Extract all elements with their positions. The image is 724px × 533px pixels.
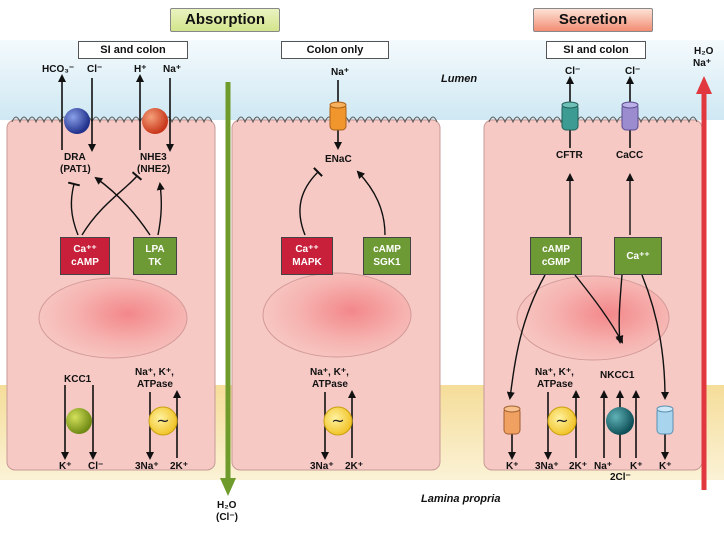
nkcc1-label: NKCC1 — [600, 370, 635, 381]
lpa-activate-nhe3 — [156, 182, 165, 236]
camp-sgk1-activate-enac — [356, 170, 386, 236]
regulator-ca-camp: Ca⁺⁺ cAMP — [60, 237, 110, 275]
ion-cl-cacc: Cl⁻ — [625, 66, 641, 77]
secretion-arrowhead — [696, 76, 712, 94]
dra-transporter-icon — [64, 108, 90, 134]
nkcc1-transporter-icon — [606, 407, 634, 435]
subheader-left: SI and colon — [78, 41, 188, 59]
ion-2k-basal-3: 2K⁺ — [569, 461, 588, 472]
regulator-ca-mapk-line1: Ca⁺⁺ — [295, 244, 319, 255]
subheader-middle: Colon only — [281, 41, 389, 59]
camp-activate-nkcc1 — [574, 274, 623, 344]
regulator-ca-mapk: Ca⁺⁺ MAPK — [281, 237, 333, 275]
ion-3na-basal-3: 3Na⁺ — [535, 461, 559, 472]
microvilli-cell-1 — [11, 116, 213, 124]
kcc1-transporter-icon — [66, 408, 92, 434]
lamina-propria-label: Lamina propria — [421, 493, 501, 505]
enac-channel-top — [329, 101, 347, 109]
ion-k-basal-3a: K⁺ — [506, 461, 519, 472]
ion-cl-basal-1: Cl⁻ — [88, 461, 104, 472]
ion-na-apical-1: Na⁺ — [163, 64, 182, 75]
regulator-camp-cgmp-line2: cGMP — [541, 257, 571, 268]
secretion-flow-label-2: Na⁺ — [693, 58, 712, 69]
ion-na-apical-2: Na⁺ — [331, 67, 350, 78]
k-channel-top-2 — [656, 405, 674, 413]
ion-2k-basal-2: 2K⁺ — [345, 461, 364, 472]
cacc-label: CaCC — [616, 150, 644, 161]
ca-camp-inhibit-nhe3 — [81, 171, 143, 236]
regulator-camp-cgmp-line1: cAMP — [542, 244, 570, 255]
tilde-glyph-1: ~ — [156, 411, 169, 430]
subheader-right: SI and colon — [546, 41, 646, 59]
cftr-channel-top — [561, 101, 579, 109]
pump-label-2-line2: ATPase — [312, 379, 348, 390]
ion-3na-basal-1: 3Na⁺ — [135, 461, 159, 472]
ion-k-basal-3c: K⁺ — [659, 461, 672, 472]
regulator-camp-cgmp: cAMP cGMP — [530, 237, 582, 275]
microvilli-cell-3 — [488, 116, 698, 124]
nhe3-transporter-icon — [142, 108, 168, 134]
regulator-camp-sgk1-line1: cAMP — [373, 244, 401, 255]
dra-label-1: DRA — [64, 152, 86, 163]
ion-hco3: HCO₃⁻ — [42, 64, 75, 75]
lpa-activate-dra — [94, 176, 151, 236]
enac-label: ENaC — [325, 154, 352, 165]
cftr-label: CFTR — [556, 150, 583, 161]
dra-label-2: (PAT1) — [60, 164, 91, 175]
ca-activate-nkcc1 — [615, 274, 624, 344]
pump-label-3-line1: Na⁺, K⁺, — [535, 367, 574, 378]
regulator-ca-cell3-text: Ca⁺⁺ — [626, 250, 650, 262]
na-k-atpase-icon-3 — [547, 406, 577, 436]
nhe3-label-1: NHE3 — [140, 152, 167, 163]
absorption-flow-label-1: H₂O — [217, 500, 237, 511]
regulator-lpa-tk-line1: LPA — [145, 244, 165, 255]
ion-k-basal-3b: K⁺ — [630, 461, 643, 472]
k-channel-top-1 — [503, 405, 521, 413]
absorption-flow-label-2: (Cl⁻) — [216, 512, 238, 523]
absorption-header: Absorption — [170, 8, 280, 32]
ion-2cl-basal-3: 2Cl⁻ — [610, 472, 631, 483]
regulator-lpa-tk: LPA TK — [133, 237, 177, 275]
camp-activate-k-channel — [506, 274, 546, 400]
ion-h: H⁺ — [134, 64, 147, 75]
pump-label-2-line1: Na⁺, K⁺, — [310, 367, 349, 378]
na-k-atpase-icon-2 — [323, 406, 353, 436]
regulator-lpa-tk-line2: TK — [148, 257, 162, 268]
regulator-ca-camp-line2: cAMP — [71, 257, 99, 268]
tilde-glyph-3: ~ — [555, 411, 568, 430]
ca-mapk-inhibit-enac — [299, 167, 323, 236]
secretion-flow-label-1: H₂O — [694, 46, 714, 57]
nucleus-cell-3 — [516, 275, 670, 361]
nhe3-label-2: (NHE2) — [137, 164, 171, 175]
secretion-header: Secretion — [533, 8, 653, 32]
nucleus-cell-1 — [38, 277, 188, 359]
regulator-ca-mapk-line2: MAPK — [292, 257, 322, 268]
ca-camp-inhibit-dra — [67, 181, 81, 236]
ion-2k-basal-1: 2K⁺ — [170, 461, 189, 472]
ion-cl-cftr: Cl⁻ — [565, 66, 581, 77]
absorption-arrowhead — [220, 478, 236, 496]
pump-label-1-line2: ATPase — [137, 379, 173, 390]
lumen-label: Lumen — [441, 73, 478, 85]
regulator-ca-camp-line1: Ca⁺⁺ — [73, 244, 97, 255]
ion-na-basal-3: Na⁺ — [594, 461, 613, 472]
regulator-camp-sgk1-line2: SGK1 — [373, 257, 401, 268]
ion-cl-apical-1: Cl⁻ — [87, 64, 103, 75]
nucleus-cell-2 — [262, 272, 412, 358]
ion-3na-basal-2: 3Na⁺ — [310, 461, 334, 472]
tilde-glyph-2: ~ — [331, 411, 344, 430]
ion-k-basal-1: K⁺ — [59, 461, 72, 472]
regulator-camp-sgk1: cAMP SGK1 — [363, 237, 411, 275]
ca-activate-k-channel — [641, 274, 669, 400]
kcc1-label: KCC1 — [64, 374, 92, 385]
pump-label-1-line1: Na⁺, K⁺, — [135, 367, 174, 378]
cacc-channel-top — [621, 101, 639, 109]
regulator-ca-cell3: Ca⁺⁺ — [614, 237, 662, 275]
pump-label-3-line2: ATPase — [537, 379, 573, 390]
na-k-atpase-icon-1 — [148, 406, 178, 436]
